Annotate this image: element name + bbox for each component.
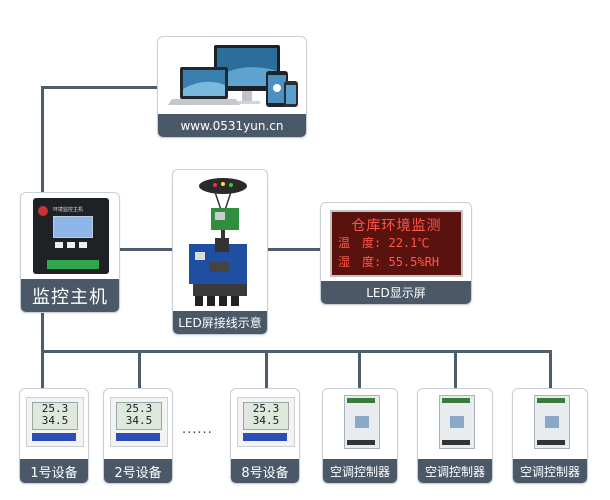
host-label-bar: 监控主机	[21, 279, 119, 312]
wiring-illustration	[189, 178, 247, 306]
sensor-button-strip	[243, 433, 287, 441]
led-screen-card: 仓库环境监测 温 度: 22.1℃ 湿 度: 55.5%RH LED显示屏	[320, 202, 472, 305]
connector-drop-ac-2	[454, 350, 457, 390]
device-label: 空调控制器	[424, 464, 485, 479]
controller-window	[450, 416, 464, 428]
led-screen-label: LED显示屏	[366, 286, 426, 300]
sensor-lcd: 25.3 34.5	[32, 402, 78, 430]
device-label: 1号设备	[30, 465, 78, 481]
led-line-title: 仓库环境监测	[351, 218, 442, 234]
sensor-lcd: 25.3 34.5	[243, 402, 289, 430]
connector-bus-horizontal	[41, 350, 552, 353]
website-url-bar: www.0531yun.cn	[158, 114, 306, 137]
controller-top-strip	[537, 398, 565, 403]
host-logo	[38, 206, 48, 216]
connector-drop-1	[41, 350, 44, 390]
website-url[interactable]: www.0531yun.cn	[180, 118, 284, 133]
host-panel-title: 环境监控主机	[53, 207, 84, 213]
sensor-device-2: 25.3 34.5 2号设备	[103, 388, 173, 484]
controller-window	[355, 416, 369, 428]
sensor-temperature: 25.3	[41, 402, 69, 415]
wiring-card: LED屏接线示意	[172, 169, 268, 335]
controller-top-strip	[442, 398, 470, 403]
device-label-bar: 2号设备	[104, 459, 172, 483]
connector-drop-2	[138, 350, 141, 390]
led-line-temperature: 温 度: 22.1℃	[338, 234, 429, 251]
device-label-bar: 空调控制器	[513, 459, 587, 483]
led-display: 仓库环境监测 温 度: 22.1℃ 湿 度: 55.5%RH	[330, 210, 463, 277]
device-label-bar: 空调控制器	[323, 459, 397, 483]
device-label-bar: 8号设备	[231, 459, 299, 483]
host-button	[79, 242, 87, 248]
sensor-button-strip	[116, 433, 160, 441]
host-lcd-screen	[53, 216, 93, 238]
controller-bottom-strip	[347, 440, 375, 445]
host-button	[67, 242, 75, 248]
sensor-device-1: 25.3 34.5 1号设备	[19, 388, 89, 484]
connector-host-wiring	[118, 248, 174, 251]
led-temperature-label: 温 度:	[338, 236, 382, 250]
connector-wiring-led	[266, 248, 322, 251]
host-button	[55, 242, 63, 248]
host-device: 环境监控主机	[33, 198, 109, 274]
sensor-humidity: 34.5	[125, 414, 153, 427]
sensor-humidity: 34.5	[252, 414, 280, 427]
sensor-humidity: 34.5	[41, 414, 69, 427]
led-temperature-value: 22.1℃	[388, 236, 430, 250]
devices-illustration	[168, 45, 298, 107]
led-humidity-value: 55.5%RH	[388, 255, 440, 269]
wiring-label: LED屏接线示意	[178, 316, 262, 330]
led-line-humidity: 湿 度: 55.5%RH	[338, 253, 439, 270]
connector-web-vertical	[41, 86, 44, 194]
ellipsis: ······	[182, 426, 213, 441]
device-label: 2号设备	[114, 465, 162, 481]
connector-drop-ac-3	[549, 350, 552, 390]
sensor-button-strip	[32, 433, 76, 441]
connector-drop-8	[265, 350, 268, 390]
device-label: 空调控制器	[519, 464, 580, 479]
controller-body	[439, 395, 475, 449]
connector-web-horizontal	[41, 86, 159, 89]
website-card: www.0531yun.cn	[157, 36, 307, 138]
sensor-temperature: 25.3	[125, 402, 153, 415]
sensor-temperature: 25.3	[252, 402, 280, 415]
host-terminal-block	[47, 260, 99, 269]
ac-controller-3: 空调控制器	[512, 388, 588, 484]
controller-bottom-strip	[537, 440, 565, 445]
ac-controller-1: 空调控制器	[322, 388, 398, 484]
connector-host-bus-vertical	[41, 312, 44, 352]
connector-drop-ac-1	[358, 350, 361, 390]
host-label: 监控主机	[32, 286, 108, 308]
led-humidity-label: 湿 度:	[338, 255, 382, 269]
sensor-lcd: 25.3 34.5	[116, 402, 162, 430]
ac-controller-2: 空调控制器	[417, 388, 493, 484]
device-label-bar: 1号设备	[20, 459, 88, 483]
host-card: 环境监控主机 监控主机	[20, 192, 120, 313]
controller-bottom-strip	[442, 440, 470, 445]
controller-body	[534, 395, 570, 449]
sensor-device-8: 25.3 34.5 8号设备	[230, 388, 300, 484]
device-label-bar: 空调控制器	[418, 459, 492, 483]
device-label: 空调控制器	[329, 464, 390, 479]
wiring-label-bar: LED屏接线示意	[173, 311, 267, 334]
controller-body	[344, 395, 380, 449]
device-label: 8号设备	[241, 465, 289, 481]
led-screen-label-bar: LED显示屏	[321, 281, 471, 304]
controller-top-strip	[347, 398, 375, 403]
controller-window	[545, 416, 559, 428]
